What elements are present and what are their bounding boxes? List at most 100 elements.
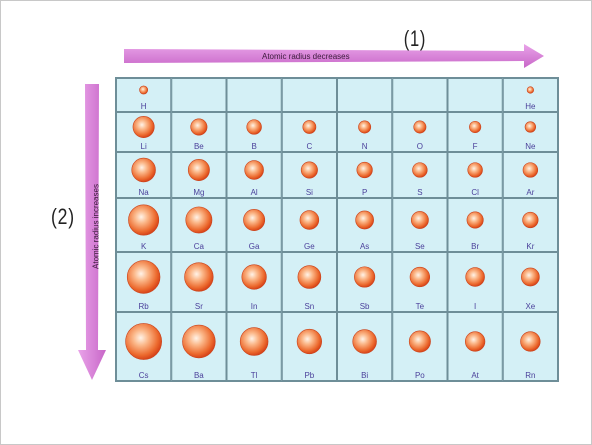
atom-bi	[352, 329, 377, 354]
element-symbol: B	[251, 142, 256, 151]
atom-si	[300, 161, 318, 179]
grid-cell	[337, 78, 393, 112]
element-symbol: C	[306, 142, 312, 151]
atom-kr	[522, 211, 539, 229]
element-symbol: Ar	[526, 188, 534, 197]
element-symbol: K	[141, 242, 147, 251]
atom-as	[355, 210, 374, 230]
atom-b	[246, 119, 262, 135]
element-symbol: Rb	[139, 302, 150, 311]
atom-f	[469, 120, 482, 134]
atom-na	[131, 157, 156, 183]
atom-c	[302, 120, 317, 134]
atom-at	[464, 331, 486, 352]
atom-ne	[524, 121, 537, 133]
atom-s	[412, 162, 428, 178]
atom-ar	[522, 162, 539, 178]
annotation-two: (2)	[50, 204, 75, 229]
element-symbol: Si	[306, 188, 313, 197]
atom-ba	[182, 324, 216, 359]
element-symbol: Tl	[251, 371, 258, 380]
atom-tl	[239, 327, 269, 356]
element-symbol: S	[417, 188, 422, 197]
grid-cell	[116, 78, 172, 112]
element-symbol: At	[471, 371, 479, 380]
grid-cell	[171, 78, 227, 112]
atom-li	[132, 116, 155, 138]
element-symbol: Sn	[304, 302, 314, 311]
element-symbol: Al	[251, 188, 258, 197]
element-symbol: Na	[139, 188, 150, 197]
atom-sb	[354, 266, 376, 288]
atom-he	[526, 86, 534, 94]
element-symbol: Te	[416, 302, 425, 311]
element-symbol: Li	[141, 142, 147, 151]
grid-cell	[447, 78, 503, 112]
element-symbol: N	[362, 142, 368, 151]
vertical-arrow-label: Atomic radius increases	[91, 184, 101, 269]
atom-se	[410, 211, 429, 229]
grid-cell	[447, 252, 503, 312]
vertical-arrow	[78, 84, 106, 380]
element-symbol: Ne	[525, 142, 536, 151]
element-symbol: Cs	[139, 371, 149, 380]
atom-ge	[299, 210, 320, 230]
atom-mg	[187, 159, 210, 181]
element-symbol: Po	[415, 371, 425, 380]
element-symbol: Kr	[526, 242, 534, 251]
atom-rn	[520, 331, 541, 352]
element-symbol: H	[141, 102, 147, 111]
atom-in	[241, 264, 267, 290]
atom-p	[356, 161, 373, 179]
element-symbol: Sb	[360, 302, 370, 311]
element-symbol: Be	[194, 142, 204, 151]
grid-cell	[392, 78, 448, 112]
atom-al	[244, 160, 264, 180]
atom-be	[190, 118, 208, 136]
element-symbol: As	[360, 242, 369, 251]
element-symbol: Pb	[304, 371, 314, 380]
annotation-one: (1)	[403, 26, 427, 51]
grid-cell	[226, 78, 282, 112]
atom-te	[409, 266, 431, 288]
element-symbol: In	[251, 302, 258, 311]
element-symbol: Ca	[194, 242, 205, 251]
atom-k	[128, 204, 160, 236]
atom-sr	[184, 262, 214, 292]
element-symbol: F	[473, 142, 478, 151]
element-symbol: He	[525, 102, 536, 111]
horizontal-arrow-label: Atomic radius decreases	[262, 52, 350, 61]
grid-cell	[502, 78, 558, 112]
atom-pb	[296, 328, 322, 355]
atom-ca	[185, 206, 213, 234]
atom-cs	[125, 323, 162, 360]
element-symbol: Bi	[361, 371, 368, 380]
atom-n	[358, 120, 372, 134]
atom-po	[408, 330, 431, 353]
atom-h	[139, 85, 149, 95]
element-symbol: Xe	[525, 302, 535, 311]
atom-sn	[297, 265, 322, 289]
element-symbol: Br	[471, 242, 479, 251]
element-symbol: Ga	[249, 242, 260, 251]
atom-ga	[243, 209, 266, 231]
atom-br	[466, 211, 484, 229]
atom-xe	[521, 267, 540, 287]
element-symbol: Rn	[525, 371, 535, 380]
element-symbol: Mg	[193, 188, 204, 197]
element-symbol: P	[362, 188, 367, 197]
element-symbol: Se	[415, 242, 425, 251]
atom-cl	[467, 162, 483, 178]
element-symbol: Ge	[304, 242, 315, 251]
atom-rb	[126, 260, 161, 294]
element-symbol: Cl	[471, 188, 479, 197]
grid-cell	[281, 78, 337, 112]
horizontal-arrow	[124, 44, 544, 68]
element-symbol: Ba	[194, 371, 204, 380]
element-symbol: O	[417, 142, 423, 151]
element-symbol: Sr	[195, 302, 203, 311]
element-symbol: I	[474, 302, 476, 311]
atom-o	[413, 120, 427, 134]
